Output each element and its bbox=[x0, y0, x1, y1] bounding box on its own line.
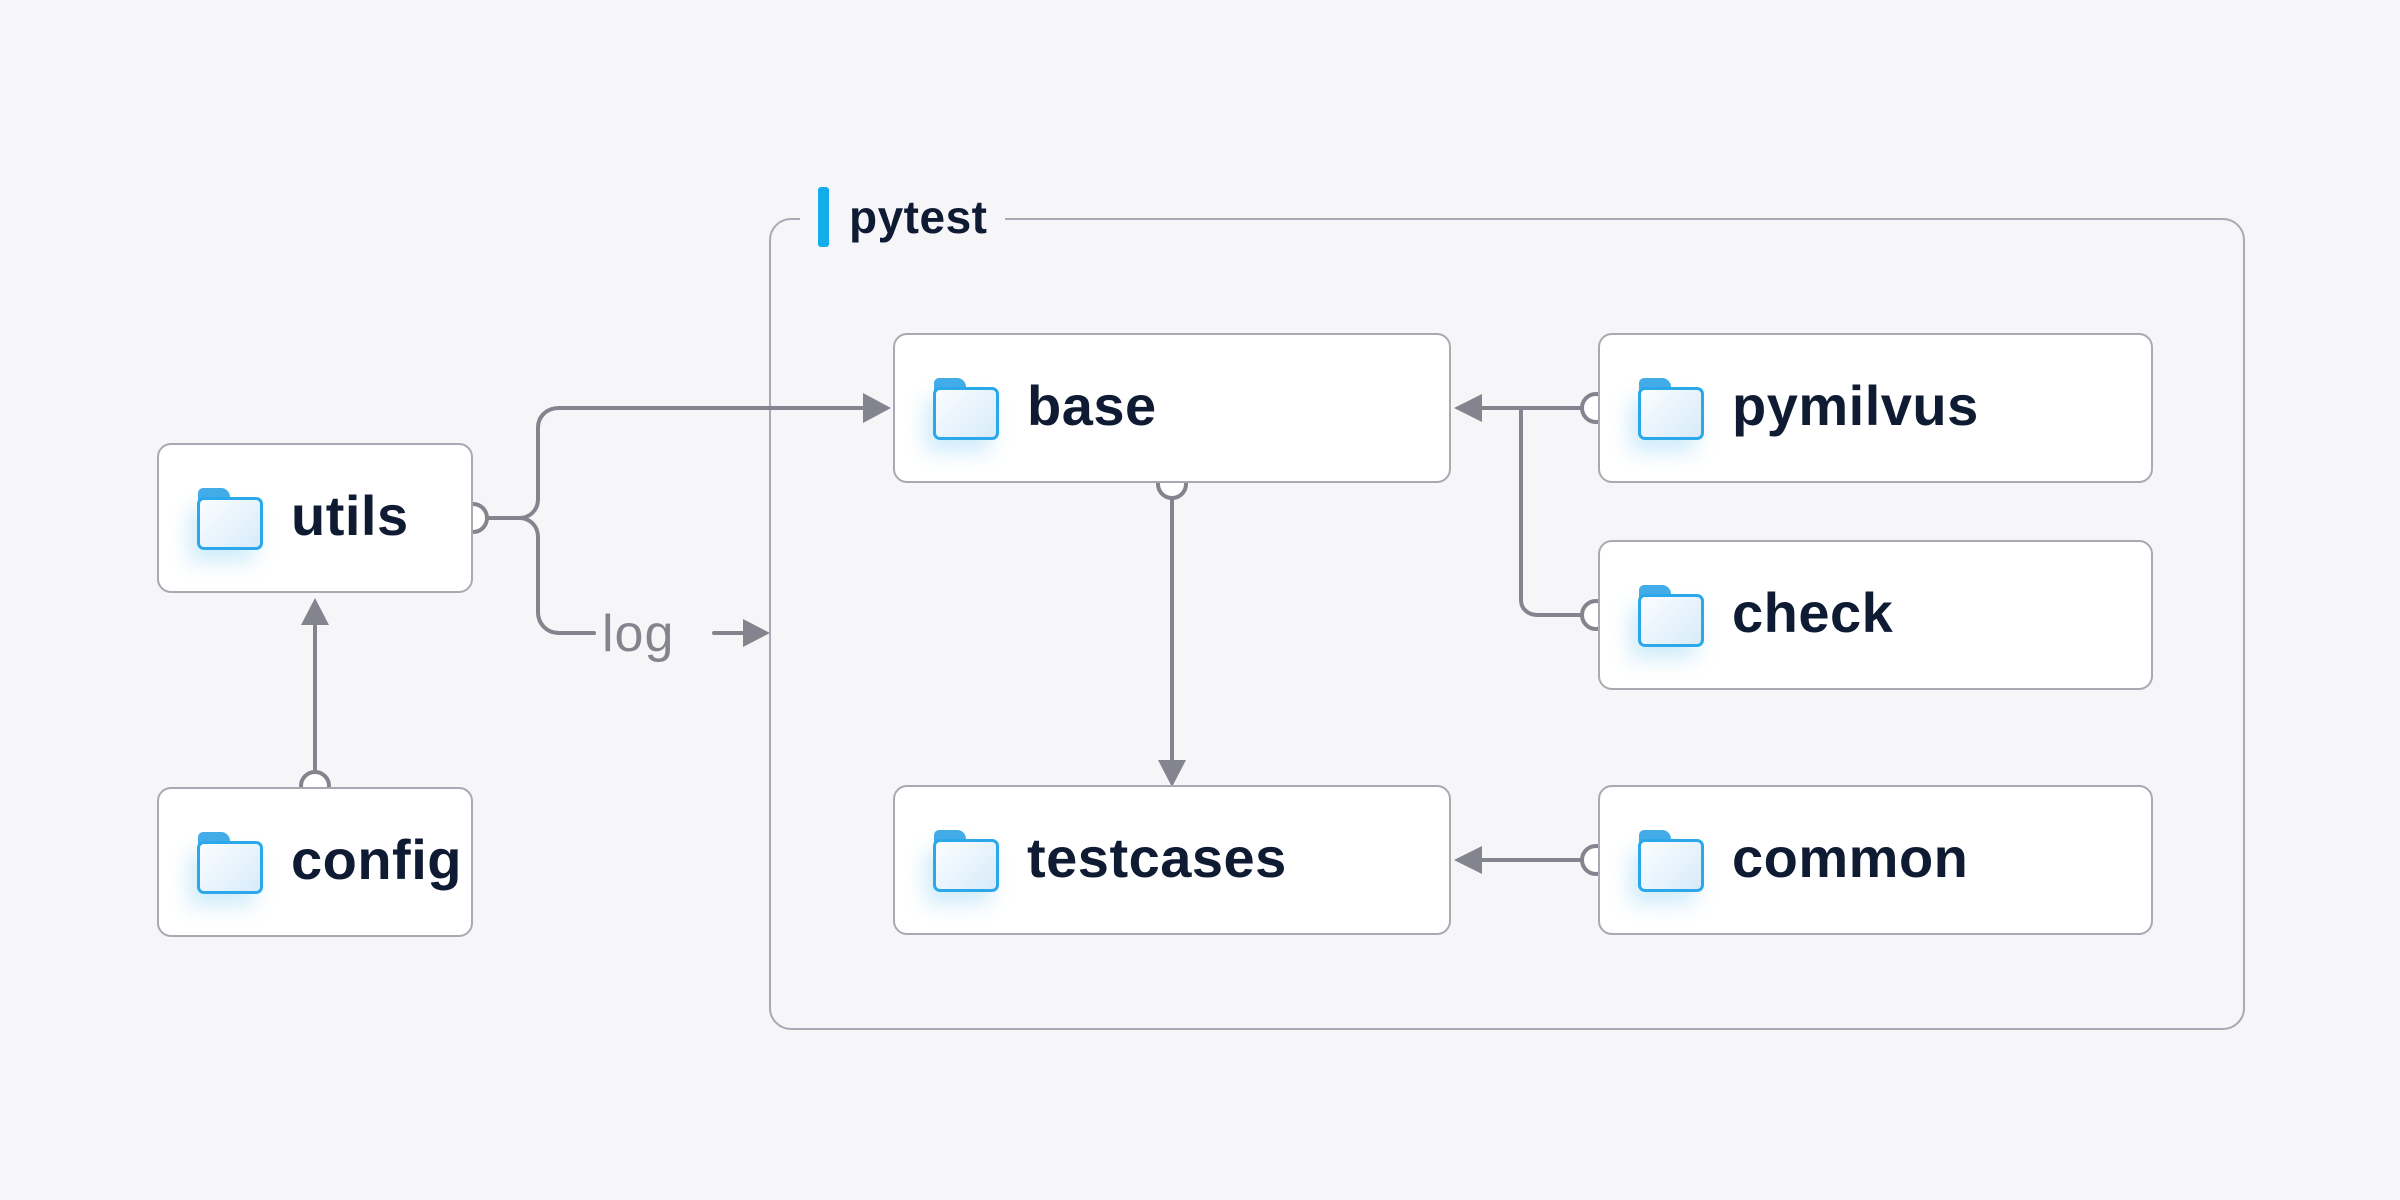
folder-icon bbox=[933, 828, 999, 892]
folder-label-common: common bbox=[1732, 826, 1969, 889]
pytest-container bbox=[769, 218, 2245, 1030]
folder-label-pymilvus: pymilvus bbox=[1732, 374, 1979, 437]
pytest-container-label: pytest bbox=[800, 185, 1006, 249]
folder-node-config: config bbox=[157, 787, 473, 937]
folder-node-check: check bbox=[1598, 540, 2153, 690]
folder-label-config: config bbox=[291, 828, 462, 891]
folder-label-testcases: testcases bbox=[1027, 826, 1287, 889]
folder-node-utils: utils bbox=[157, 443, 473, 593]
folder-icon bbox=[1638, 828, 1704, 892]
folder-label-check: check bbox=[1732, 581, 1894, 644]
folder-icon bbox=[1638, 376, 1704, 440]
arrowhead-into-utils bbox=[301, 598, 329, 625]
accent-bar-icon bbox=[818, 187, 829, 247]
folder-icon bbox=[1638, 583, 1704, 647]
edge-utils-to-log bbox=[517, 516, 596, 635]
folder-label-utils: utils bbox=[291, 484, 409, 547]
folder-label-base: base bbox=[1027, 374, 1157, 437]
pytest-label-text: pytest bbox=[849, 191, 988, 243]
arrowhead-into-container bbox=[743, 619, 770, 647]
folder-node-common: common bbox=[1598, 785, 2153, 935]
log-edge-label: log bbox=[602, 605, 675, 663]
folder-node-base: base bbox=[893, 333, 1451, 483]
folder-node-testcases: testcases bbox=[893, 785, 1451, 935]
folder-icon bbox=[933, 376, 999, 440]
folder-node-pymilvus: pymilvus bbox=[1598, 333, 2153, 483]
folder-icon bbox=[197, 486, 263, 550]
folder-icon bbox=[197, 830, 263, 894]
